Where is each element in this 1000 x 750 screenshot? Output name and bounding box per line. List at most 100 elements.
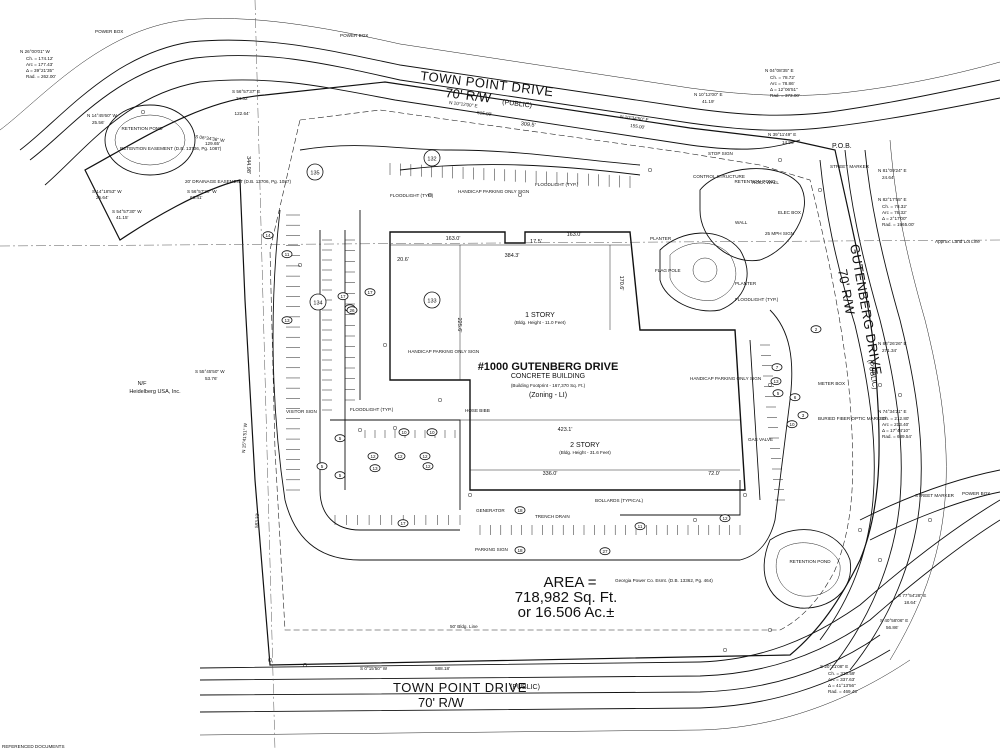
parking-count-bubble (334, 434, 346, 443)
svg-text:N 26°00'01" W: N 26°00'01" W (20, 49, 51, 54)
parking-count-bubble (634, 522, 646, 531)
references-label: REFERENCED DOCUMENTS (2, 744, 65, 749)
svg-text:Rad. = 373.00': Rad. = 373.00' (770, 93, 800, 98)
building-footprint (389, 231, 746, 491)
parking-count-bubble (422, 462, 434, 471)
utility-marker (722, 647, 728, 653)
svg-text:N 74°34'21" E: N 74°34'21" E (878, 409, 907, 414)
dim-label: 423.1' (558, 427, 573, 433)
svg-text:S 40°58'06" E: S 40°58'06" E (880, 618, 908, 623)
parking-count-bubble (369, 464, 381, 473)
parking-count-bubble (397, 519, 409, 528)
land-lot-line (0, 239, 1000, 247)
dim-label: 17.5' (530, 239, 542, 245)
parking-count-bubble (316, 462, 328, 471)
parking-stalls (286, 163, 785, 535)
svg-text:Ch. = 78.72': Ch. = 78.72' (770, 75, 795, 80)
parking-count-bubble (514, 546, 526, 555)
building-address: #1000 GUTENBERG DRIVE (478, 361, 619, 373)
svg-text:25.64': 25.64' (96, 195, 108, 200)
north-road-public: (PUBLIC) (502, 99, 533, 110)
stop-sign-label: STOP SIGN (708, 151, 733, 156)
svg-text:S 77°54'28" E: S 77°54'28" E (898, 593, 926, 598)
parking-count-bubble (281, 316, 293, 325)
svg-text:24.64': 24.64' (882, 175, 894, 180)
parking-count-bubble (789, 393, 801, 402)
easement-label: Georgia Power Co. Esmt. (D.B. 13362, Pg.… (615, 578, 713, 583)
parking-count-bubble (514, 506, 526, 515)
svg-text:515.09': 515.09' (477, 110, 493, 117)
svg-text:Δ = 2°17'00": Δ = 2°17'00" (882, 216, 908, 221)
neighbor-nf: N/F (138, 381, 148, 387)
parking-count-bubble (599, 547, 611, 556)
svg-text:41.15': 41.15' (116, 215, 128, 220)
dim-label: 309.5' (520, 121, 535, 129)
svg-text:Δ = 41°13'56": Δ = 41°13'56" (828, 683, 856, 688)
dim-label: 163.0' (446, 236, 461, 242)
utility-marker (427, 192, 433, 198)
svg-text:Δ = 17°44'10": Δ = 17°44'10" (882, 428, 910, 433)
utility-marker (140, 109, 146, 115)
utility-marker (877, 382, 883, 388)
parking-count-label: 12 (397, 454, 403, 459)
parking-count-label: 12 (425, 464, 431, 469)
svg-text:24.32': 24.32' (236, 96, 248, 101)
svg-text:S 56°57'30" W: S 56°57'30" W (187, 189, 217, 194)
power-box-label: POWER BOX (962, 491, 990, 496)
dim-label: 225.6' (456, 318, 462, 333)
south-road (199, 499, 1000, 736)
parking-count-label: 17 (400, 521, 406, 526)
parking-count-label: 26 (349, 308, 355, 313)
handicap-sign-label: HANDICAP PARKING ONLY SIGN (408, 349, 479, 354)
parking-count-label: 27 (602, 549, 608, 554)
parking-count-bubble (262, 231, 274, 240)
building-type: CONCRETE BUILDING (511, 373, 585, 380)
lot-numbers: 135 132 133 134 (306, 149, 441, 311)
svg-text:N 81°09'24" E: N 81°09'24" E (878, 168, 907, 173)
pond-label: RETENTION POND (789, 559, 831, 564)
parking-count-label: 6 (794, 395, 797, 400)
parking-count-bubble (334, 471, 346, 480)
svg-text:Arc = 337.63': Arc = 337.63' (828, 677, 855, 682)
wall-label: WALL (735, 220, 748, 225)
utility-marker (302, 662, 308, 668)
neighbor-owner: Heidelberg USA, Inc. (129, 389, 181, 395)
parking-count-bubble (772, 389, 784, 398)
parking-count-bubble (394, 452, 406, 461)
entrance-planter (659, 232, 748, 312)
parking-count-bubble (719, 514, 731, 523)
north-road (0, 18, 1000, 186)
svg-text:Rad. = 469.45': Rad. = 469.45' (828, 689, 858, 694)
floodlight-label: FLOODLIGHT (TYP.) (350, 407, 394, 412)
area-label: AREA = (544, 574, 597, 591)
pond-label: RETENTION POND (734, 179, 776, 184)
svg-text:S 06°34'36" W: S 06°34'36" W (195, 134, 226, 143)
dim-label: 384.3' (505, 253, 520, 259)
svg-text:N 14°45'60" W: N 14°45'60" W (87, 113, 118, 118)
generator-label: GENERATOR (476, 508, 505, 513)
street-marker-label: STREET MARKER (830, 164, 870, 169)
lot-line-label: Approx. Land Lot Line (935, 239, 980, 244)
utility-marker (647, 167, 653, 173)
handicap-sign-label: HANDICAP PARKING ONLY SIGN (690, 376, 761, 381)
svg-text:N 04°08'35" E: N 04°08'35" E (765, 68, 794, 73)
planter-label: PLANTER (735, 281, 757, 286)
svg-text:155.00': 155.00' (630, 123, 646, 130)
svg-text:25.56': 25.56' (92, 120, 104, 125)
parking-count-label: 18 (517, 548, 523, 553)
one-story-label: 1 STORY (525, 312, 555, 319)
parking-count-label: 10 (401, 430, 407, 435)
parking-count-label: 11 (638, 524, 643, 529)
svg-text:Arc = 177.43': Arc = 177.43' (26, 62, 53, 67)
svg-text:S 55°45'50" W: S 55°45'50" W (195, 369, 225, 374)
parking-count-label: 17 (340, 294, 346, 299)
utility-marker (297, 262, 303, 268)
svg-text:Arc = 78.32': Arc = 78.32' (882, 210, 907, 215)
svg-text:Arc = 213.40': Arc = 213.40' (882, 422, 909, 427)
parking-count-bubble (770, 377, 782, 386)
svg-text:S 14°18'53" W: S 14°18'53" W (92, 189, 122, 194)
svg-text:271.34': 271.34' (882, 348, 897, 353)
parking-count-bubble (364, 288, 376, 297)
utility-marker (767, 627, 773, 633)
